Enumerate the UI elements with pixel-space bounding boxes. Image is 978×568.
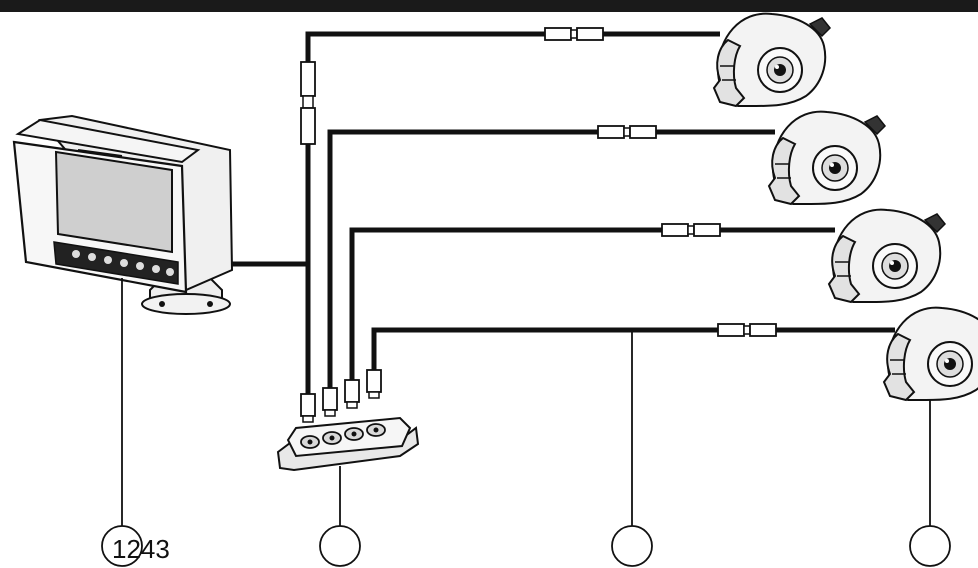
plug-connector-icon: [366, 369, 382, 399]
inline-connector-icon: [544, 27, 604, 41]
inline-connector-icon: [597, 125, 657, 139]
plug-connector-icon: [300, 393, 316, 423]
callout-1: 1243: [101, 525, 170, 567]
callout-3: [611, 525, 653, 567]
camera-icon: [768, 110, 886, 205]
callout-4: [909, 525, 951, 567]
leader-lines: [121, 278, 931, 526]
camera-icon: [828, 208, 946, 303]
plug-connector-icon: [344, 379, 360, 409]
camera-icon: [883, 306, 978, 401]
monitor-icon: [12, 114, 234, 315]
cable-camera-4: [371, 327, 718, 380]
inline-connector-icon: [300, 61, 316, 145]
plug-connector-icon: [322, 387, 338, 417]
inline-connector-icon: [661, 223, 721, 237]
callout-label: 1243: [112, 534, 170, 564]
camera-icon: [713, 12, 831, 108]
junction-box-icon: [276, 416, 420, 472]
inline-connector-icon: [717, 323, 777, 337]
cable-camera-2: [327, 129, 598, 398]
cable-camera-3: [349, 227, 662, 390]
cable-harness: [232, 31, 895, 404]
top-border-bar: [0, 0, 978, 12]
cable-camera-1: [305, 31, 545, 404]
callout-2: [319, 525, 361, 567]
